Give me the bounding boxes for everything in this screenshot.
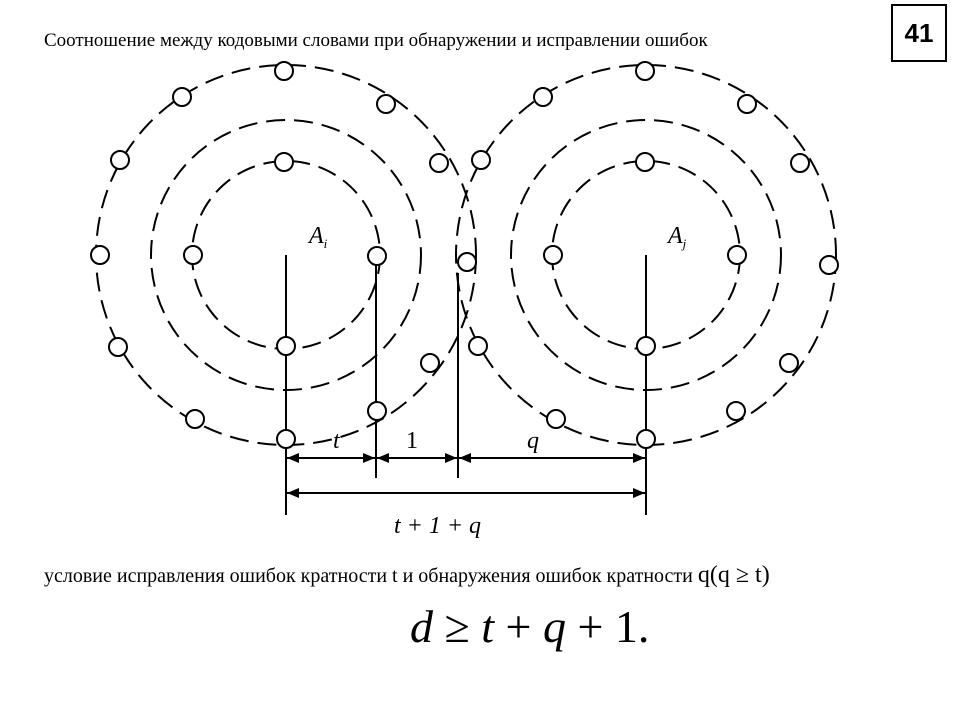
point bbox=[636, 429, 656, 449]
point bbox=[457, 252, 477, 272]
point bbox=[376, 94, 396, 114]
segment-label-t: t bbox=[333, 428, 341, 454]
point bbox=[90, 245, 110, 265]
point bbox=[183, 245, 203, 265]
formula-d: d bbox=[410, 601, 433, 652]
point bbox=[367, 246, 387, 266]
point bbox=[274, 61, 294, 81]
point bbox=[636, 336, 656, 356]
point bbox=[726, 401, 746, 421]
condition-description: условие исправления ошибок кратности t и… bbox=[44, 565, 693, 587]
point bbox=[276, 429, 296, 449]
point bbox=[274, 152, 294, 172]
segment-label-one: 1 bbox=[406, 428, 418, 454]
codeword-spheres-diagram: Ai Aj t q t + 1 + q 1 bbox=[90, 61, 839, 539]
point bbox=[635, 152, 655, 172]
condition-text: условие исправления ошибок кратности t и… bbox=[44, 562, 770, 589]
point bbox=[367, 401, 387, 421]
segment-label-q: q bbox=[527, 428, 539, 454]
slide-title: Соотношение между кодовыми словами при о… bbox=[44, 30, 708, 51]
point bbox=[468, 336, 488, 356]
point bbox=[546, 409, 566, 429]
point bbox=[172, 87, 192, 107]
point bbox=[110, 150, 130, 170]
codeword-label-ai: Ai bbox=[307, 223, 328, 251]
point bbox=[471, 150, 491, 170]
point bbox=[429, 153, 449, 173]
point bbox=[533, 87, 553, 107]
point bbox=[276, 336, 296, 356]
point bbox=[779, 353, 799, 373]
slide-number: 41 bbox=[891, 4, 947, 62]
point bbox=[420, 353, 440, 373]
codeword-label-aj: Aj bbox=[666, 223, 687, 251]
point bbox=[727, 245, 747, 265]
point bbox=[635, 61, 655, 81]
point bbox=[185, 409, 205, 429]
condition-math: q(q ≥ t) bbox=[697, 562, 770, 588]
point bbox=[737, 94, 757, 114]
point bbox=[543, 245, 563, 265]
point bbox=[108, 337, 128, 357]
segment-label-total: t + 1 + q bbox=[394, 513, 481, 539]
point bbox=[790, 153, 810, 173]
distance-formula: d ≥ t + q + 1. bbox=[410, 601, 650, 652]
point bbox=[819, 255, 839, 275]
